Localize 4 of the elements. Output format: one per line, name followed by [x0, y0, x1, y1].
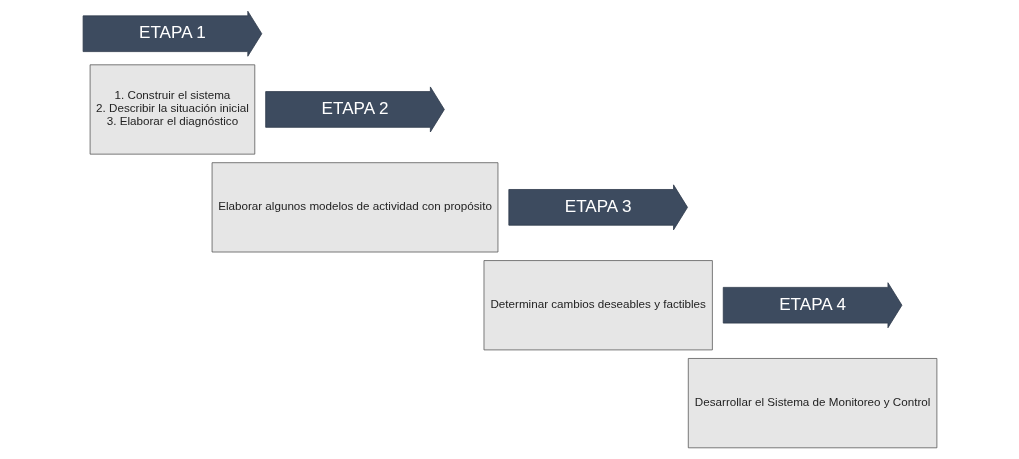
node-box: 1. Construir el sistema 2. Describir la situación inicial 3. Elaborar el diagnóstico: [89, 64, 255, 155]
node-box: Determinar cambios deseables y factibles: [483, 260, 713, 351]
node-box: Elaborar algunos modelos de actividad con propósito: [211, 162, 498, 253]
node-box: Desarrollar el Sistema de Monitoreo y Control: [687, 358, 937, 449]
